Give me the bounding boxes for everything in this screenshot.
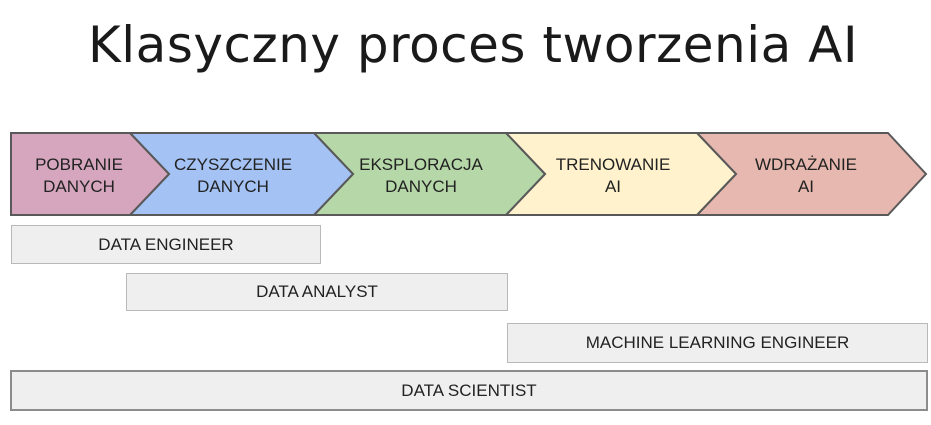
role-data-engineer: DATA ENGINEER: [11, 225, 321, 264]
stage-label-line1: CZYSZCZENIE: [174, 155, 292, 174]
role-label: DATA SCIENTIST: [401, 380, 537, 400]
stage-pobranie-danych: POBRANIE DANYCH: [10, 132, 171, 216]
stage-label-line2: AI: [798, 177, 814, 196]
stage-label-line2: AI: [605, 177, 621, 196]
role-machine-learning-engineer: MACHINE LEARNING ENGINEER: [507, 323, 928, 363]
stage-label-line1: POBRANIE: [35, 155, 123, 174]
stage-label-line1: WDRAŻANIE: [755, 155, 857, 174]
stage-label-line1: EKSPLORACJA: [359, 155, 483, 174]
role-label: MACHINE LEARNING ENGINEER: [585, 333, 850, 352]
role-data-analyst: DATA ANALYST: [126, 273, 508, 311]
stage-trenowanie-ai: TRENOWANIE AI: [503, 132, 738, 216]
role-label: DATA ANALYST: [256, 282, 378, 301]
stage-czyszczenie-danych: CZYSZCZENIE DANYCH: [127, 132, 355, 216]
stage-label-line1: TRENOWANIE: [556, 155, 671, 174]
page-title: Klasyczny proces tworzenia AI: [88, 16, 859, 74]
role-label: DATA ENGINEER: [98, 234, 234, 254]
stage-label-line2: DANYCH: [43, 177, 115, 196]
stage-label-line2: DANYCH: [197, 177, 269, 196]
stage-label-line2: DANYCH: [385, 177, 457, 196]
role-data-scientist: DATA SCIENTIST: [10, 370, 928, 411]
